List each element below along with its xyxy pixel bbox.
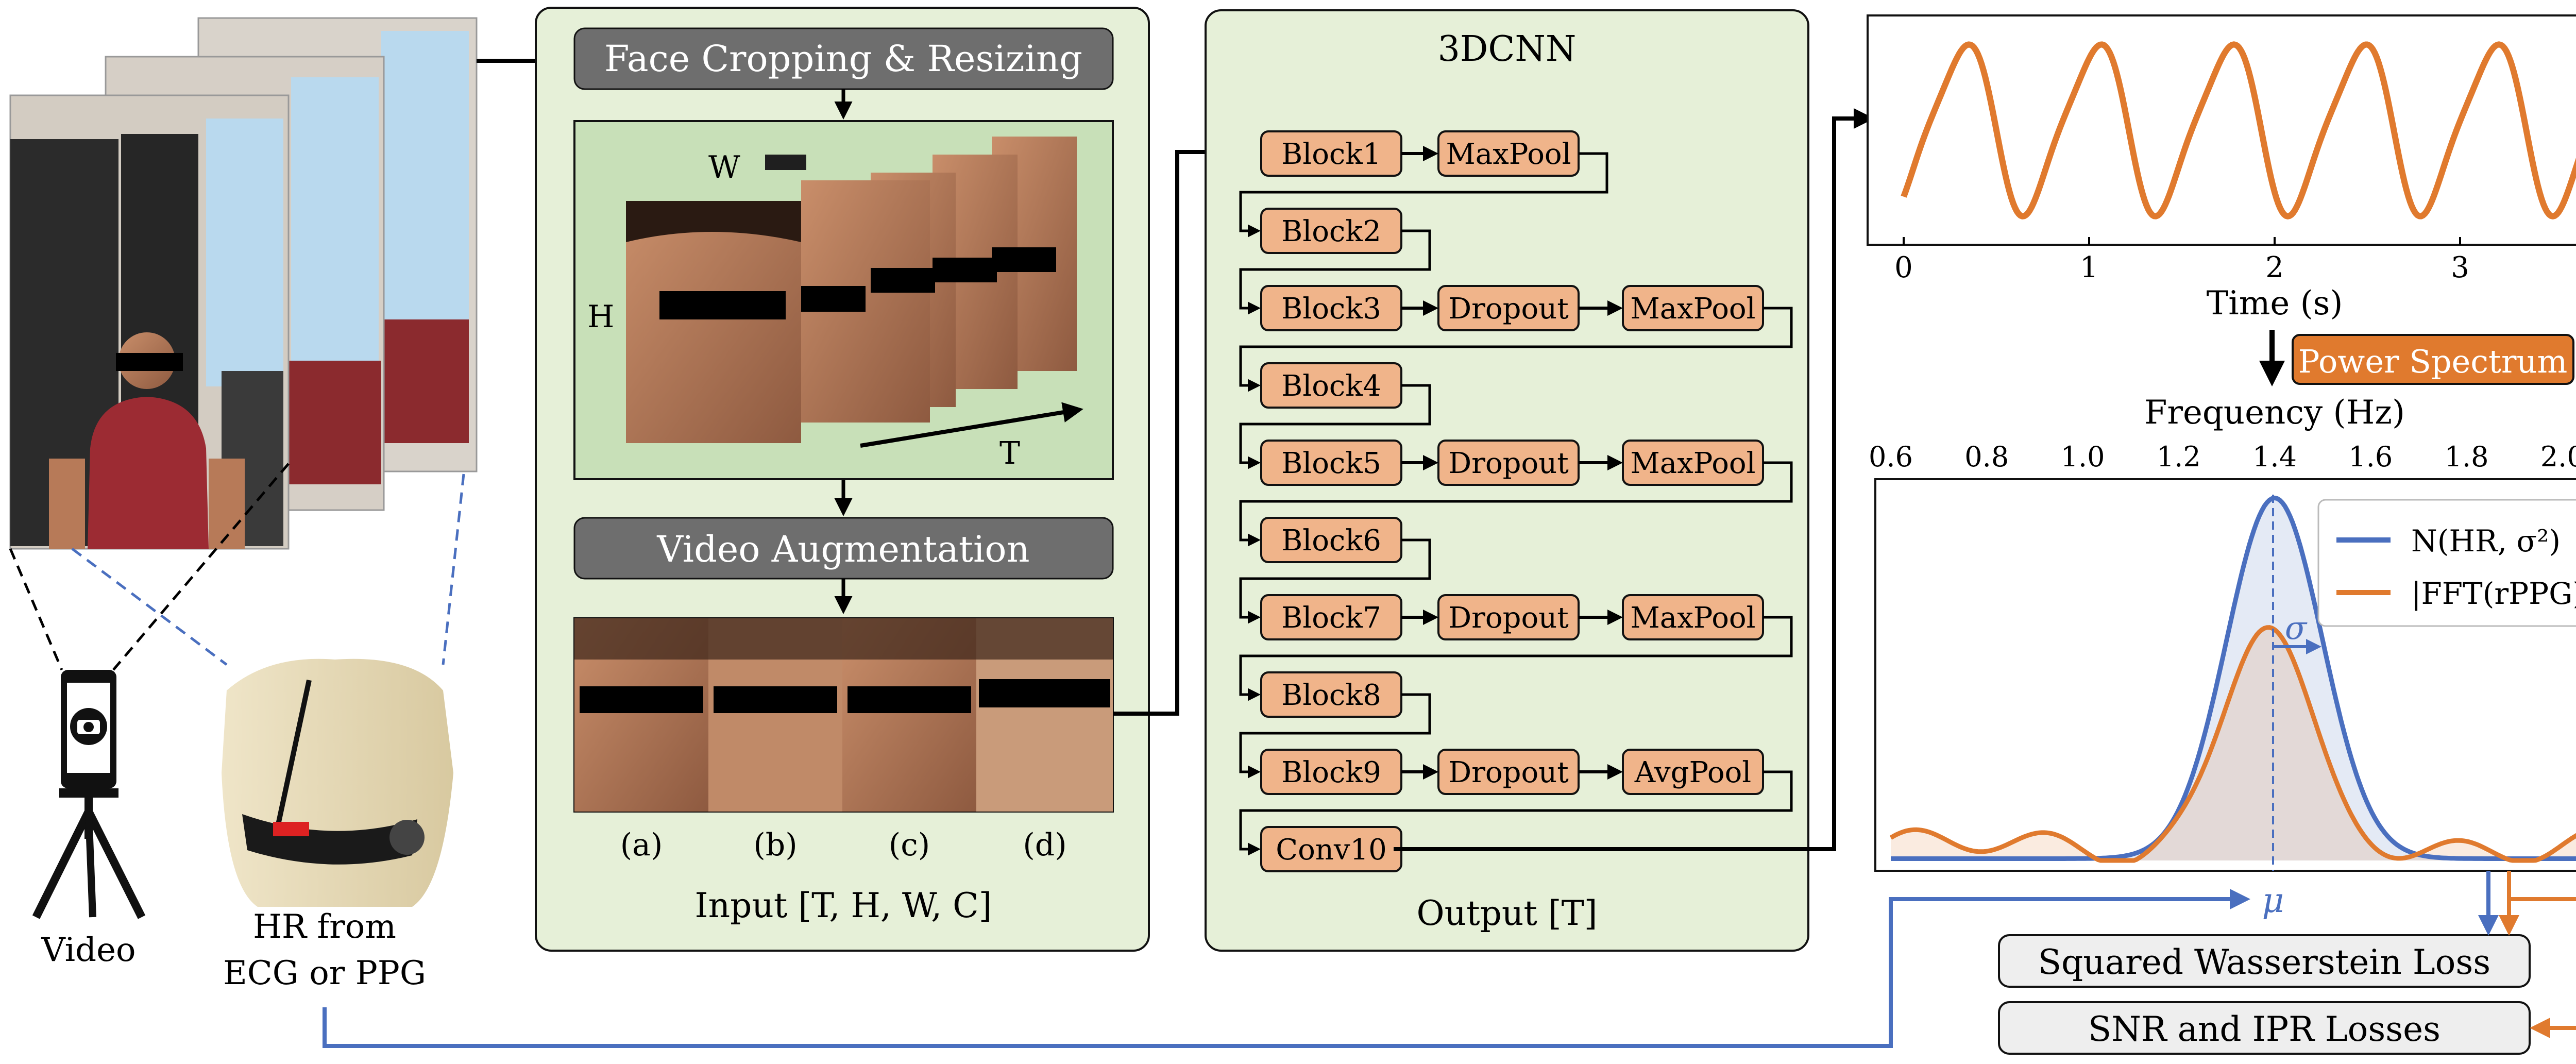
sigma-label: σ [2285, 609, 2308, 647]
spectrum-tick-label: 0.8 [1964, 441, 2009, 473]
spectrum-tick-label: 1.4 [2252, 441, 2297, 473]
network-block-label: Block1 [1281, 138, 1381, 171]
network-block-label: Dropout [1448, 447, 1569, 480]
variant-labels: (a) (b) (c) (d) [620, 827, 1067, 863]
power-spectrum-box [2292, 334, 2574, 385]
spectrum-x-ticks: 0.60.81.01.21.41.61.82.02.2 [1869, 441, 2576, 487]
network-block-label: Block6 [1281, 524, 1381, 558]
network-block-label: MaxPool [1630, 601, 1755, 635]
time-axis-arrow [860, 402, 1083, 448]
hr-ground-truth-path [323, 889, 2250, 1048]
input-shape-label: Input [T, H, W, C] [695, 886, 992, 925]
phone-tripod-icon [32, 670, 146, 919]
network-block-label: Block7 [1281, 601, 1381, 635]
network-connector [1239, 229, 1431, 315]
network-block-label: MaxPool [1446, 138, 1571, 171]
power-spectrum-label: Power Spectrum [2298, 343, 2568, 380]
rppg-signal-line [1901, 41, 2576, 219]
network-block-label: MaxPool [1630, 292, 1755, 326]
spectrum-tick-label: 2.0 [2540, 441, 2576, 473]
network-block-label: Block5 [1281, 447, 1381, 480]
network-block-label: Block2 [1281, 215, 1381, 248]
network-block-label: Block4 [1281, 369, 1381, 403]
signal-xlabel: Time (s) [2207, 284, 2343, 323]
network-block-label: Block3 [1281, 292, 1381, 326]
network-block-label: Block9 [1281, 756, 1381, 789]
dim-w-label: W [708, 149, 740, 185]
variant-label-a: (a) [620, 827, 663, 863]
variant-label-d: (d) [1023, 827, 1066, 863]
variant-label-b: (b) [753, 827, 797, 863]
network-block-label: Conv10 [1276, 833, 1387, 867]
signal-tick-label: 3 [2451, 251, 2469, 284]
spectrum-xlabel: Frequency (Hz) [2144, 394, 2405, 432]
spectrum-tick-label: 1.8 [2445, 441, 2489, 473]
network-block-label: AvgPool [1634, 756, 1751, 789]
network-connector [1239, 538, 1431, 624]
legend-fft: |FFT(rPPG)|² [2411, 576, 2576, 611]
video-frame-front [9, 94, 290, 550]
face-frame-stack [626, 137, 1077, 443]
spectrum-tick-label: 1.6 [2348, 441, 2393, 473]
network-connector [1239, 770, 1793, 856]
dim-t-label: T [999, 435, 1020, 471]
signal-tick-label: 1 [2080, 251, 2098, 284]
legend-gaussian: N(HR, σ²) [2411, 523, 2561, 559]
network-block-label: Dropout [1448, 756, 1569, 789]
mu-label: μ [2262, 881, 2284, 920]
network-connector [1239, 461, 1793, 547]
network-block-label: MaxPool [1630, 447, 1755, 480]
augmented-faces [573, 617, 1114, 813]
snr-ipr-loss-label: SNR and IPR Losses [2088, 1009, 2441, 1049]
variant-label-c: (c) [889, 827, 930, 863]
augmentation-label: Video Augmentation [656, 528, 1029, 570]
face-crop-label: Face Cropping & Resizing [604, 38, 1082, 80]
spectrum-tick-label: 0.6 [1869, 441, 1913, 473]
network-connector [1239, 616, 1793, 701]
network-connector [1239, 384, 1431, 469]
signal-tick-label: 0 [1894, 251, 1913, 284]
network-title: 3DCNN [1438, 29, 1577, 70]
spectrum-tick-label: 1.0 [2061, 441, 2105, 473]
video-label: Video [41, 931, 136, 969]
signal-tick-label: 2 [2265, 251, 2284, 284]
network-connector [1239, 307, 1793, 392]
network-block-label: Block8 [1281, 679, 1381, 712]
network-block-label: Dropout [1448, 601, 1569, 635]
network-connector [1239, 693, 1431, 779]
dim-h-label: H [587, 299, 614, 335]
spectrum-legend: N(HR, σ²) |FFT(rPPG)|² [2317, 499, 2576, 627]
gaussian-fill [1891, 498, 2576, 860]
video-frames [9, 17, 478, 550]
network-block-label: Dropout [1448, 292, 1569, 326]
network-output-label: Output [T] [1417, 893, 1598, 933]
chest-strap-icon [222, 658, 453, 907]
fft-curve [1889, 625, 2576, 863]
fft-fill [1891, 627, 2576, 860]
hr-label-line2: ECG or PPG [223, 954, 426, 992]
network-connector [1239, 152, 1608, 238]
wasserstein-loss-label: Squared Wasserstein Loss [2038, 942, 2490, 982]
wasserstein-loss-box [1998, 934, 2531, 988]
spectrum-tick-label: 1.2 [2157, 441, 2201, 473]
signal-x-ticks: 01234 [1894, 237, 2469, 284]
hr-label-line1: HR from [253, 908, 396, 946]
